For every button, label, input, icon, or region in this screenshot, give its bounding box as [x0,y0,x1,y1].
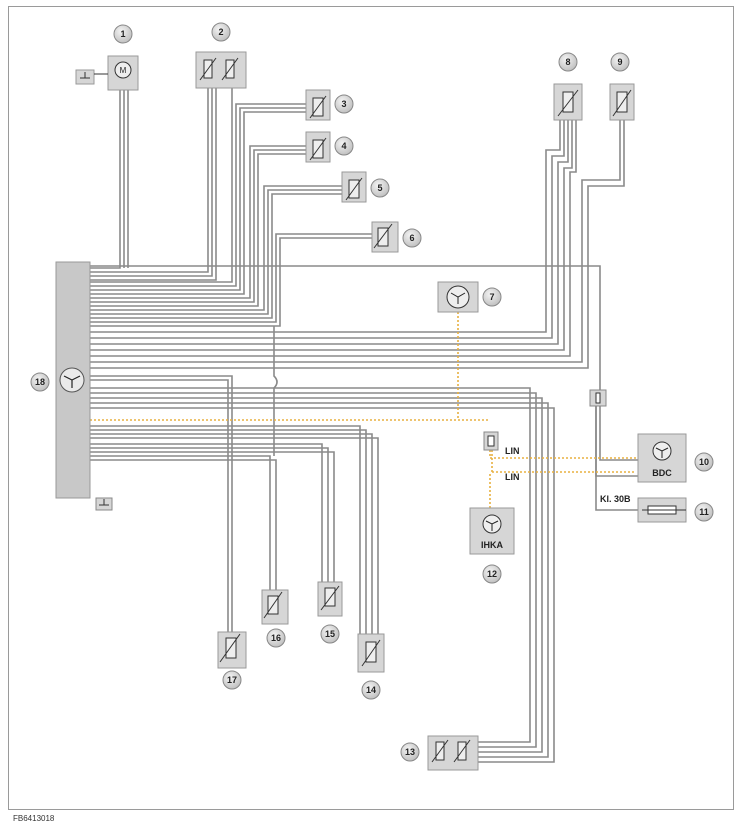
svg-text:18: 18 [35,377,45,387]
callout-1: 1 [113,24,133,44]
ihka-module-12: IHKA [469,507,515,555]
svg-text:10: 10 [699,457,709,467]
svg-text:4: 4 [341,141,346,151]
svg-text:13: 13 [405,747,415,757]
svg-text:M: M [120,66,127,75]
svg-text:7: 7 [489,292,494,302]
actuator-1: M [75,55,139,91]
connector-junction [589,389,607,407]
callout-10: 10 [694,452,714,472]
sensor-16 [261,589,289,625]
callout-16: 16 [266,628,286,648]
callout-18: 18 [30,372,50,392]
figure-code: FB6413018 [13,814,55,823]
svg-text:3: 3 [341,99,346,109]
kl30b-label: Kl. 30B [600,494,631,504]
sensor-8 [553,83,583,121]
bdc-label: BDC [652,468,672,478]
callout-15: 15 [320,624,340,644]
bdc-module-10: BDC [637,433,687,483]
lin-connector [483,431,499,451]
callout-2: 2 [211,22,231,42]
sensor-15 [317,581,343,617]
wires [90,88,638,763]
callout-13: 13 [400,742,420,762]
sensor-13 [427,735,479,771]
svg-text:16: 16 [271,633,281,643]
callout-5: 5 [370,178,390,198]
callout-17: 17 [222,670,242,690]
svg-text:8: 8 [565,57,570,67]
callout-9: 9 [610,52,630,72]
sensor-9 [609,83,635,121]
callout-14: 14 [361,680,381,700]
lin-label-bottom: LIN [505,472,520,482]
sensor-3 [305,89,331,121]
callout-8: 8 [558,52,578,72]
svg-text:1: 1 [120,29,125,39]
svg-text:2: 2 [218,27,223,37]
svg-text:17: 17 [227,675,237,685]
sensor-5 [341,171,367,203]
sensor-7 [437,281,479,313]
svg-text:14: 14 [366,685,376,695]
lin-label-top: LIN [505,446,520,456]
svg-text:6: 6 [409,233,414,243]
diagram-frame [8,6,734,810]
callout-6: 6 [402,228,422,248]
sensor-4 [305,131,331,163]
fuse-11 [637,497,687,523]
svg-text:5: 5 [377,183,382,193]
callout-11: 11 [694,502,714,522]
callouts: 1 2 3 4 5 6 7 8 9 10 11 12 13 14 15 16 1… [30,22,714,762]
sensor-14 [357,633,385,673]
callout-3: 3 [334,94,354,114]
control-unit-18 [55,261,113,511]
lin-bus [90,308,636,508]
callout-4: 4 [334,136,354,156]
callout-12: 12 [482,564,502,584]
sensor-2 [195,51,247,89]
ihka-label: IHKA [481,540,503,550]
sensor-17 [217,631,247,669]
callout-7: 7 [482,287,502,307]
svg-text:11: 11 [699,507,709,517]
sensor-6 [371,221,399,253]
svg-text:15: 15 [325,629,335,639]
svg-text:9: 9 [617,57,622,67]
svg-text:12: 12 [487,569,497,579]
